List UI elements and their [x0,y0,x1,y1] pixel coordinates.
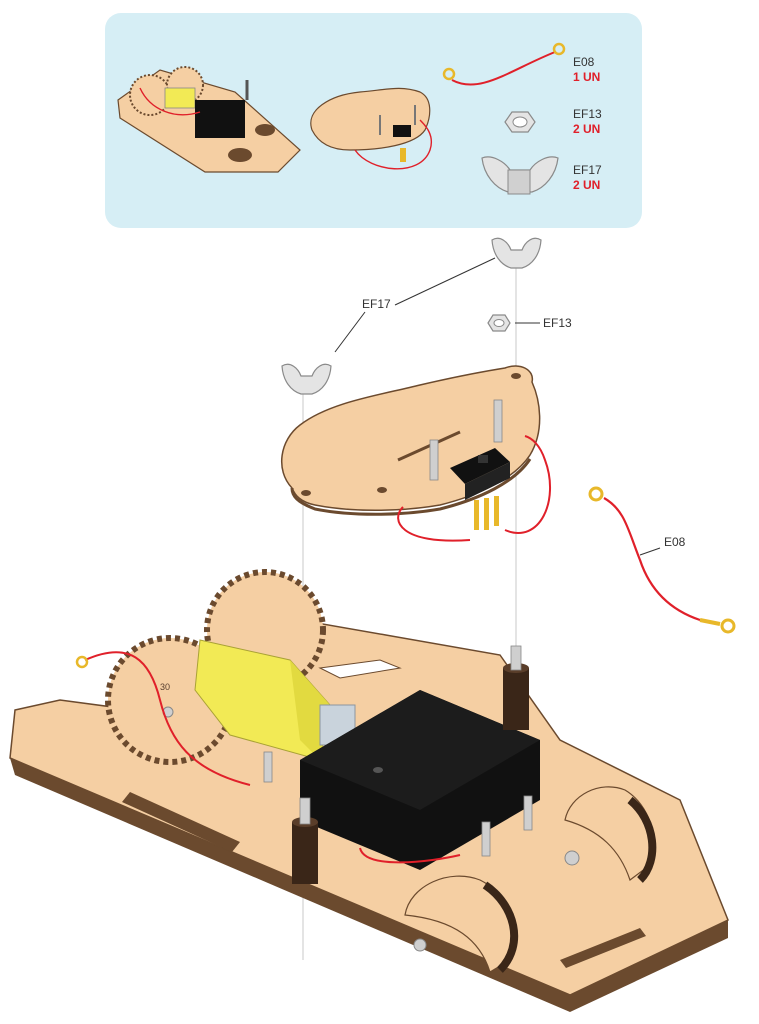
callout-label-wire: E08 [664,535,686,549]
wing-nut-icon [481,156,559,195]
part-qty-e08: 1 UN [573,70,600,84]
chassis-bolt-1 [263,751,273,783]
wheel-support-right [564,786,657,883]
thumbnail-car-chassis [117,66,301,173]
parts-panel: E08 1 UN EF13 2 UN EF17 2 UN [105,13,642,228]
hex-nut-icon [504,111,536,133]
part-code-ef17: EF17 [573,163,602,177]
part-code-ef13: EF13 [573,107,602,121]
hex-nut-floating [487,314,511,332]
part-code-e08: E08 [573,55,595,69]
gear-number-label: 30 [160,682,170,692]
battery-pack [300,690,540,870]
top-plate [281,365,551,542]
chassis-wire [84,651,251,786]
wing-nut-left [281,363,332,395]
wire-icon [442,42,566,86]
callout-label-wing-nut: EF17 [362,297,391,311]
wing-nut-top [491,237,542,269]
standoff-left [292,797,318,884]
battery-wire [359,847,461,864]
part-qty-ef17: 2 UN [573,178,600,192]
callout-label-hex-nut: EF13 [543,316,572,330]
part-qty-ef13: 2 UN [573,122,600,136]
chassis-wire-terminal [75,655,89,669]
wire-e08 [588,486,736,634]
thumbnail-top-plate [310,87,432,170]
chassis-bolt-3 [523,795,533,831]
standoff-right [503,645,529,730]
chassis-bolt-2 [481,821,491,857]
wheel-support-front [404,875,519,973]
callout-lines [334,257,661,556]
gear-motor [194,639,356,761]
